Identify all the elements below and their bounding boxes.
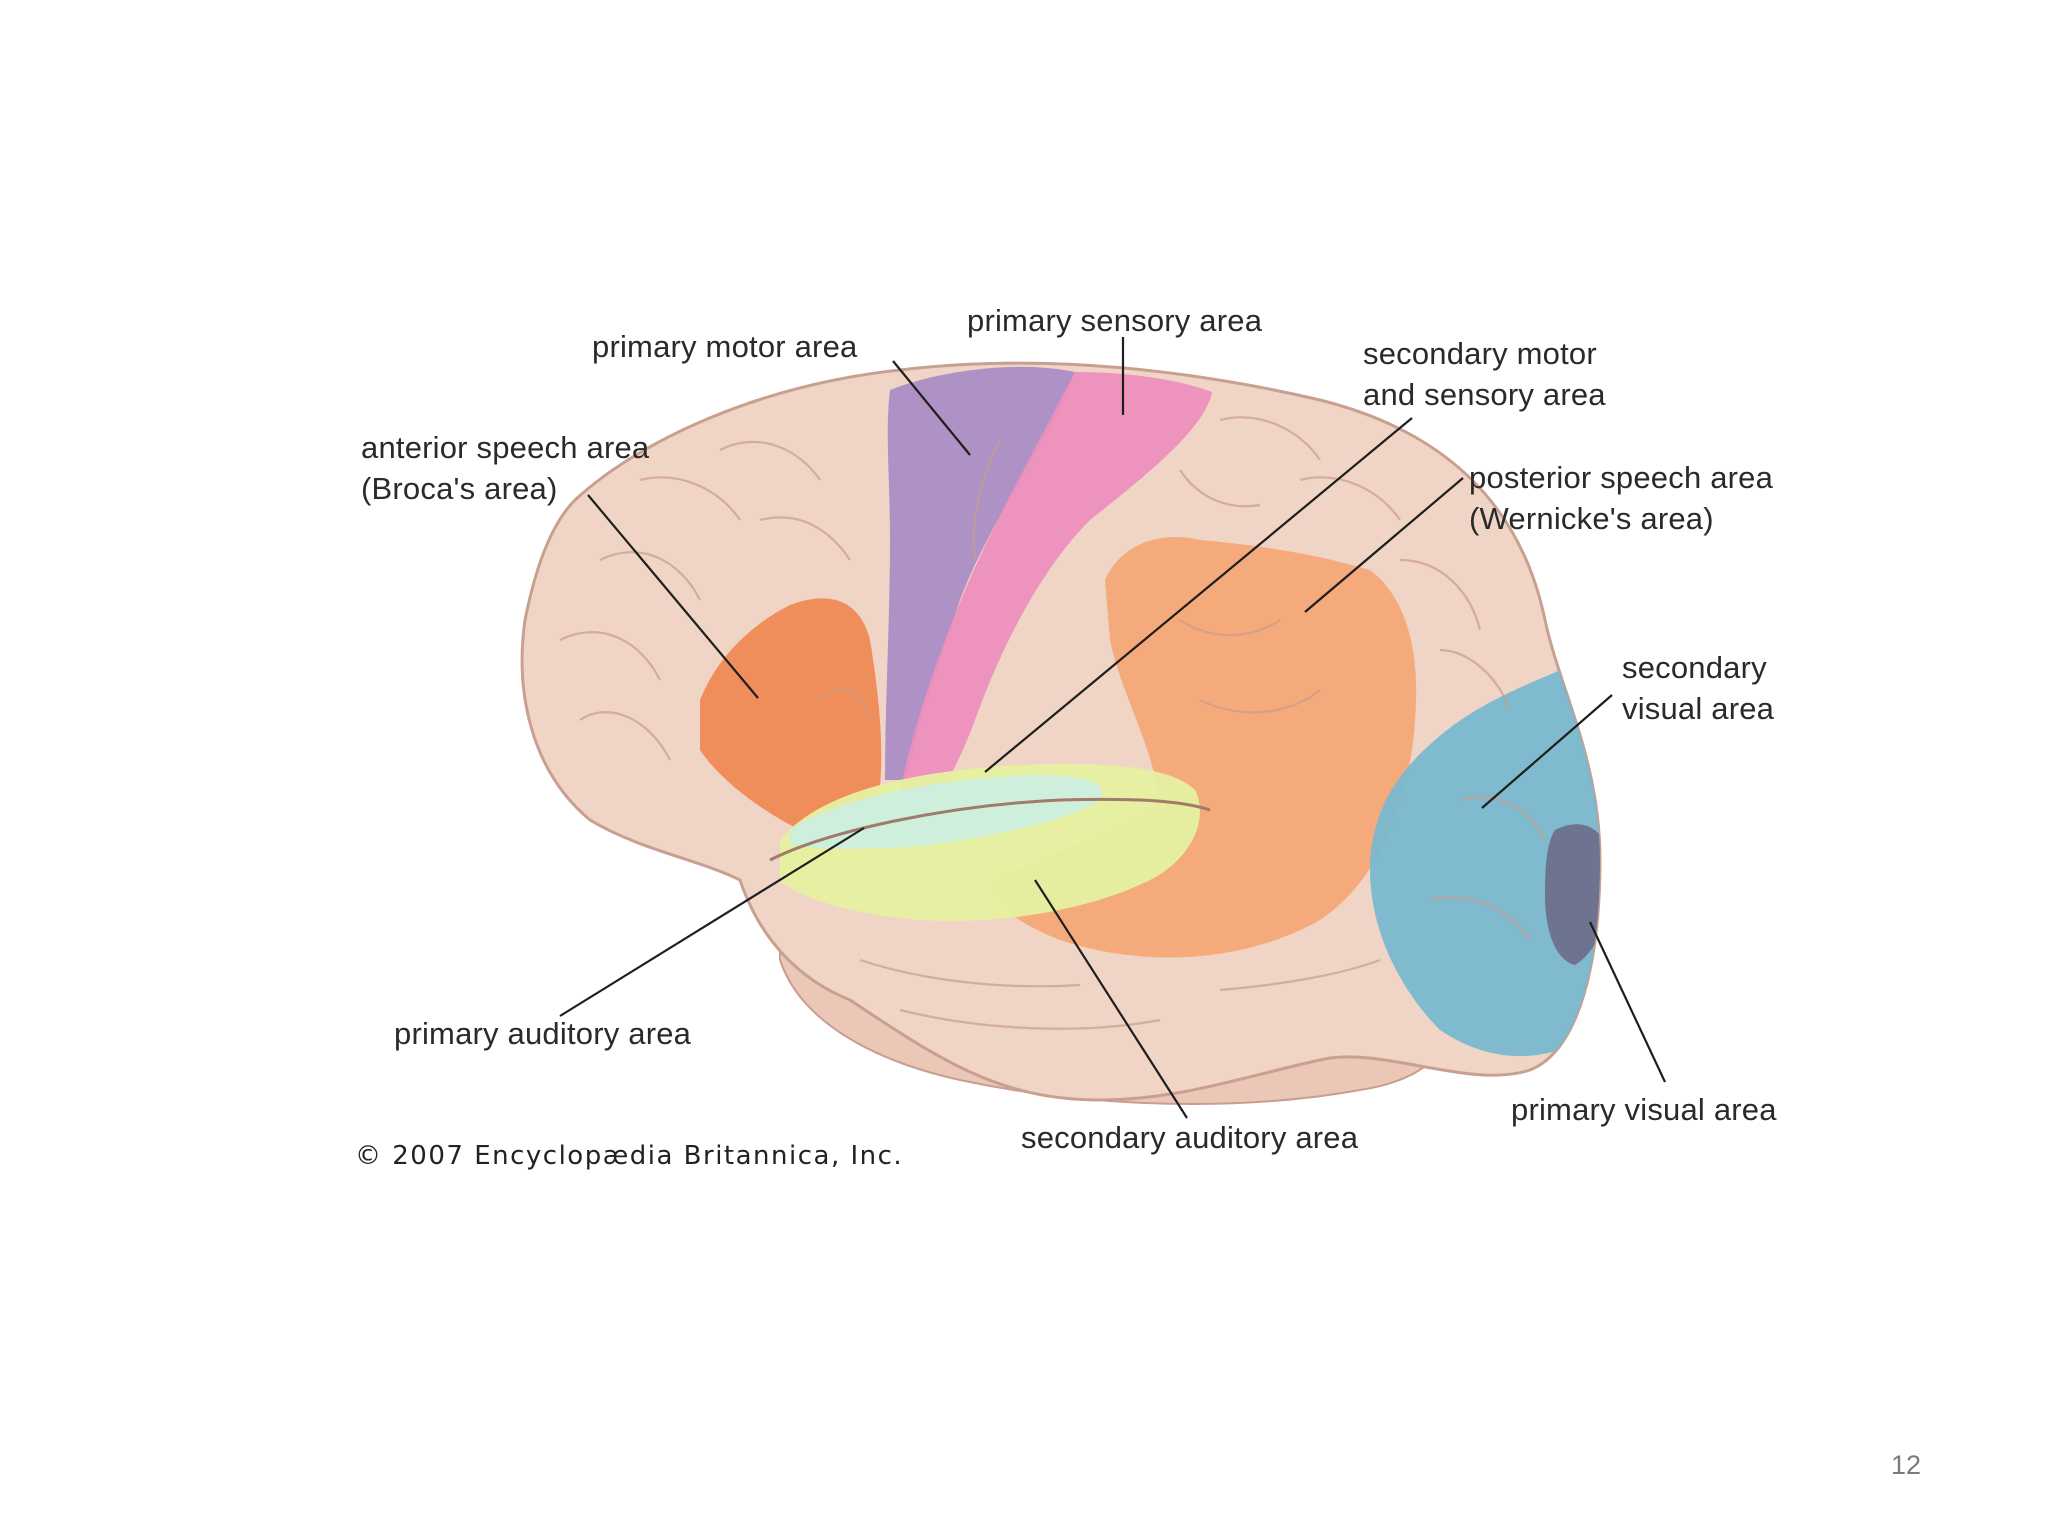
copyright-notice: © 2007 Encyclopædia Britannica, Inc.	[355, 1141, 904, 1171]
leader-primary-visual	[1589, 921, 1666, 1083]
gyri-texture	[559, 416, 1546, 1030]
label-posterior-speech-line2: (Wernicke's area)	[1469, 501, 1714, 536]
label-secondary-visual-line1: secondary	[1622, 650, 1767, 685]
label-primary-auditory-area: primary auditory area	[394, 1016, 692, 1051]
label-primary-visual-area: primary visual area	[1511, 1092, 1777, 1127]
label-secondary-auditory-area: secondary auditory area	[1021, 1120, 1359, 1155]
label-anterior-speech-line1: anterior speech area	[361, 430, 650, 465]
leader-primary-auditory	[559, 827, 865, 1017]
leader-broca	[587, 494, 759, 699]
broca-region	[700, 598, 882, 830]
leader-secondary-auditory	[1034, 879, 1188, 1119]
label-anterior-speech-area: anterior speech area (Broca's area)	[361, 427, 649, 509]
leader-primary-motor	[892, 360, 971, 456]
leader-wernicke	[1304, 477, 1464, 613]
label-secondary-motor-line2: and sensory area	[1363, 377, 1606, 412]
primary-sensory-region	[900, 372, 1212, 800]
lateral-sulcus	[769, 797, 1211, 862]
page-number: 12	[1891, 1450, 1922, 1480]
label-anterior-speech-line2: (Broca's area)	[361, 471, 558, 506]
leader-secondary-visual	[1481, 694, 1613, 809]
label-posterior-speech-line1: posterior speech area	[1469, 460, 1774, 495]
label-primary-sensory-area: primary sensory area	[967, 303, 1263, 338]
leader-secondary-motor	[984, 417, 1413, 773]
leader-lines	[559, 337, 1666, 1119]
cerebral-cortex	[520, 361, 1602, 1102]
label-secondary-motor-sensory-area: secondary motor and sensory area	[1363, 333, 1606, 415]
secondary-visual-region	[1370, 670, 1601, 1057]
label-secondary-visual-line2: visual area	[1622, 691, 1775, 726]
label-secondary-visual-area: secondary visual area	[1622, 647, 1774, 729]
label-secondary-motor-line1: secondary motor	[1363, 336, 1597, 371]
label-primary-motor-area: primary motor area	[592, 329, 858, 364]
label-posterior-speech-area: posterior speech area (Wernicke's area)	[1469, 457, 1773, 539]
